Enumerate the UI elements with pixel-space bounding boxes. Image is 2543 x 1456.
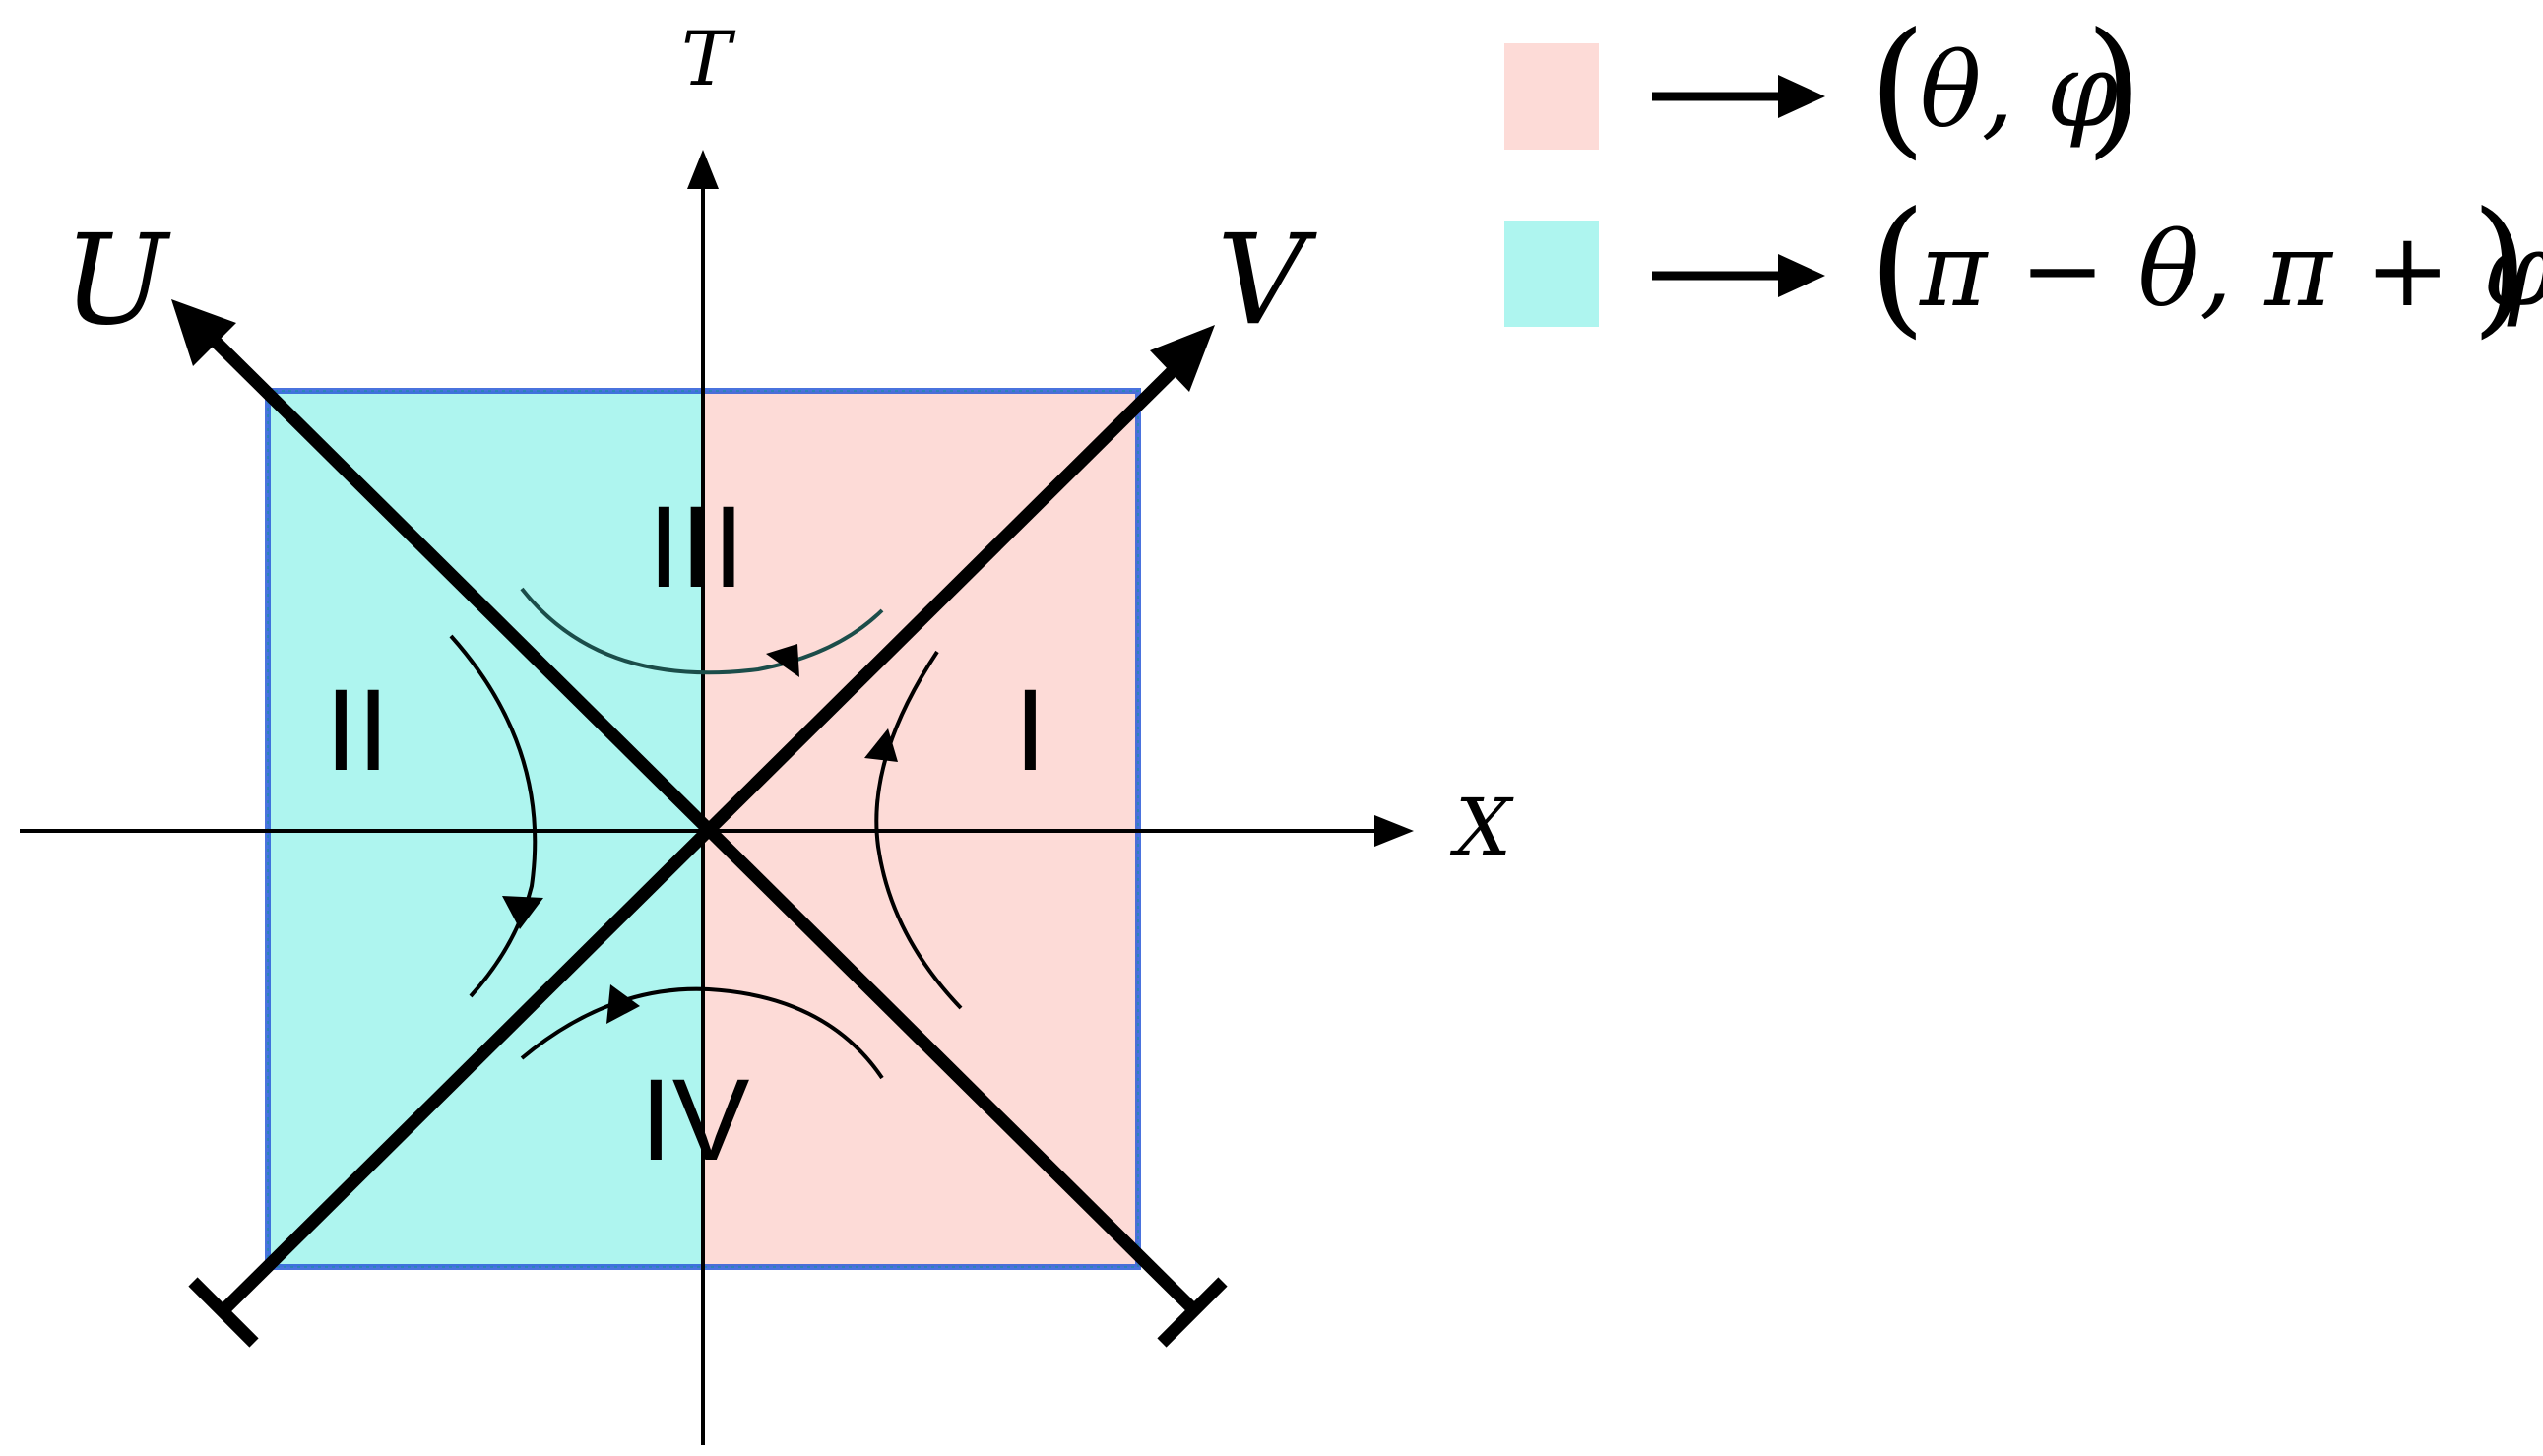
flow-curve-region-4 (520, 986, 884, 1080)
legend-open-paren-2: ( (1869, 181, 1927, 352)
region-label-4: IV (640, 1055, 750, 1185)
legend-swatch-pink (1504, 43, 1599, 150)
flow-curve-region-2 (449, 634, 538, 998)
legend-swatch-cyan (1504, 221, 1599, 327)
flow-arrow-region-2 (502, 896, 543, 929)
u-endcap (1157, 1277, 1228, 1348)
flow-curve-region-1 (874, 650, 963, 1010)
v-arrowhead (1150, 325, 1215, 392)
v-endcap (188, 1277, 259, 1348)
legend-close-paren-2: ) (2471, 181, 2529, 352)
legend-coordinates-1: θ, φ (1920, 31, 2119, 151)
flow-arrow-region-3 (766, 644, 799, 677)
flow-arrow-region-1 (864, 728, 898, 762)
flow-arrow-region-4 (606, 984, 640, 1024)
legend-open-paren-1: ( (1869, 2, 1927, 173)
x-axis-label: X (1449, 782, 1514, 873)
legend-close-paren-1: ) (2085, 2, 2143, 173)
v-label: V (1217, 208, 1317, 352)
legend: ( θ, φ ) ( π − θ, π + φ ) (1504, 2, 2543, 352)
legend-coordinates-2: π − θ, π + φ (1919, 210, 2543, 330)
u-label: U (63, 208, 171, 352)
region-label-2: II (325, 665, 390, 795)
t-axis-label: T (681, 15, 736, 102)
region-label-1: I (1014, 665, 1047, 795)
u-null-line (210, 336, 1198, 1314)
u-arrowhead (171, 299, 236, 366)
region-label-3: III (648, 482, 744, 612)
flow-curve-region-3 (520, 587, 884, 675)
